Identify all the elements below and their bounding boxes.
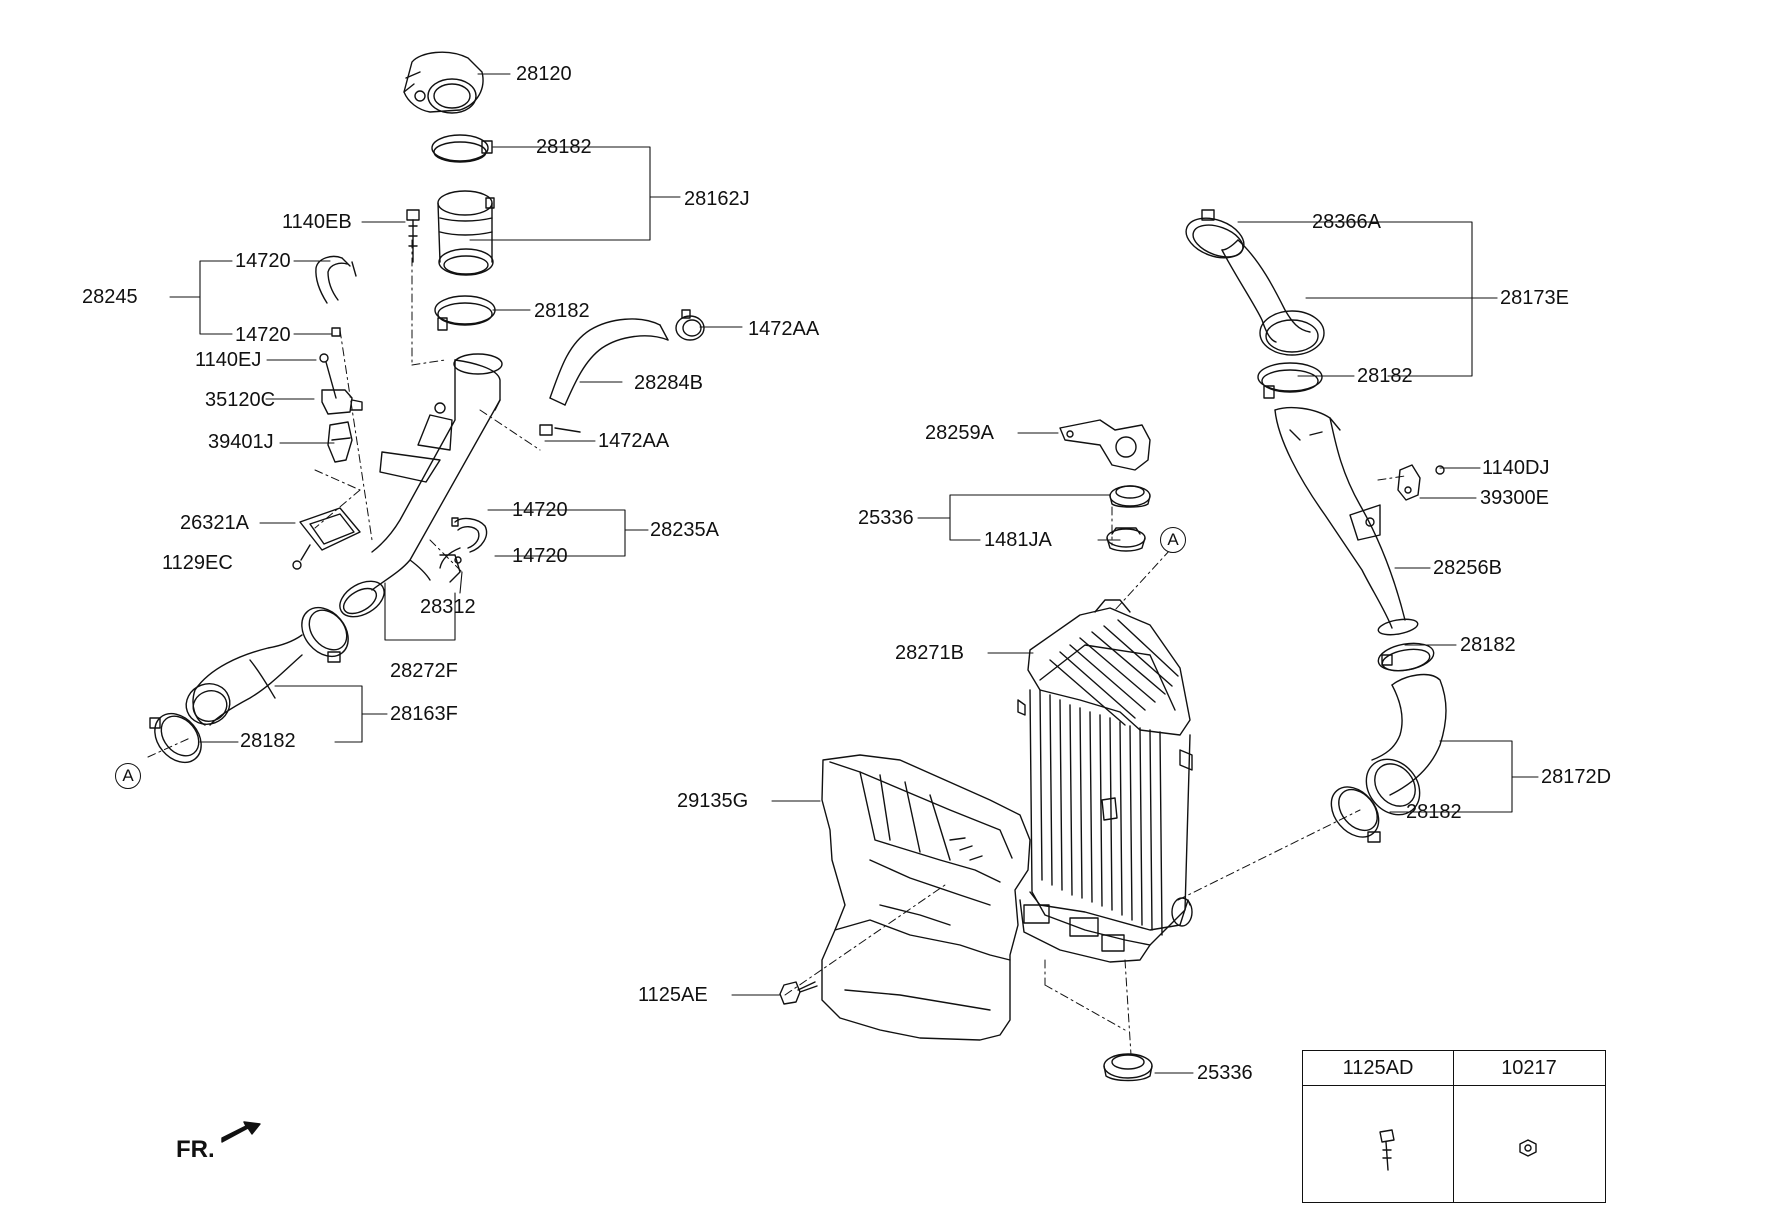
front-indicator-label: FR. (176, 1136, 215, 1163)
part-1472AA-clamp (675, 309, 705, 341)
label-28272F: 28272F (390, 660, 458, 682)
label-1140EJ: 1140EJ (195, 349, 262, 371)
label-28182-f: 28182 (1406, 801, 1462, 823)
label-28245: 28245 (82, 286, 138, 308)
part-39401J-bracket (327, 421, 353, 463)
label-1140DJ: 1140DJ (1482, 457, 1550, 479)
label-1481JA: 1481JA (984, 529, 1052, 551)
label-28182-d: 28182 (1357, 365, 1413, 387)
part-28272F-intake-pipe (339, 353, 503, 618)
label-28182-c: 28182 (240, 730, 296, 752)
part-29135G-air-guide (821, 754, 1031, 1041)
part-28172D-hose (1365, 673, 1447, 816)
part-28182-clamp-4 (149, 712, 202, 764)
label-1472AA-a: 1472AA (748, 318, 820, 340)
part-28256B-pipe (1274, 406, 1419, 636)
label-28366A: 28366A (1312, 211, 1381, 233)
part-39300E-sensor (1397, 464, 1421, 501)
label-14720-b: 14720 (235, 324, 291, 346)
label-28271B: 28271B (895, 642, 964, 664)
reference-symbol-a-right: A (1160, 527, 1186, 553)
part-28173E-hose (1221, 239, 1325, 356)
label-28172D: 28172D (1541, 766, 1612, 788)
part-28182-clamp-6 (1377, 642, 1435, 672)
label-28162J: 28162J (684, 188, 750, 210)
part-28120-outlet-flange (403, 51, 484, 114)
label-28259A: 28259A (925, 422, 994, 444)
part-28245-hose (315, 255, 357, 337)
part-28284B-hose (539, 318, 669, 436)
table-header-10217: 10217 (1453, 1051, 1605, 1086)
label-25336-a: 25336 (858, 507, 914, 529)
part-28182-clamp-3 (301, 606, 349, 663)
part-28235A-hose (439, 517, 488, 569)
label-28182-b: 28182 (534, 300, 590, 322)
label-28256B: 28256B (1433, 557, 1502, 579)
reference-symbol-a-left: A (115, 763, 141, 789)
dashed-assembly-lines (147, 239, 1406, 1056)
label-1125AE: 1125AE (638, 984, 708, 1006)
part-28182-clamp-1 (431, 134, 493, 163)
label-35120C: 35120C (205, 389, 276, 411)
front-arrow-icon (221, 1121, 261, 1143)
fastener-table: 1125AD 10217 (1302, 1050, 1606, 1203)
part-1140DJ-bolt (1435, 465, 1445, 475)
part-25336-grommet-2 (1103, 1053, 1153, 1082)
part-1129EC-bolt (292, 544, 311, 570)
label-1472AA-b: 1472AA (598, 430, 670, 452)
label-28235A: 28235A (650, 519, 719, 541)
part-25336-grommet-1 (1109, 485, 1151, 508)
label-28284B: 28284B (634, 372, 703, 394)
part-1125AE-bolt (779, 981, 818, 1005)
label-28312: 28312 (420, 596, 476, 618)
part-1140EJ-bolt (319, 353, 337, 399)
table-bolt-icon-1125AD (1379, 1129, 1395, 1171)
part-28162J-hose (437, 190, 495, 276)
label-29135G: 29135G (677, 790, 749, 812)
label-1129EC: 1129EC (162, 552, 233, 574)
part-1481JA-cap (1106, 527, 1146, 552)
label-26321A: 26321A (180, 512, 249, 534)
part-28366A-clamp (1185, 209, 1245, 259)
part-35120C-sensor (321, 389, 363, 415)
label-1140EB: 1140EB (282, 211, 352, 233)
label-14720-d: 14720 (512, 545, 568, 567)
table-divider (1453, 1051, 1454, 1202)
label-39401J: 39401J (208, 431, 274, 453)
label-28182-a: 28182 (536, 136, 592, 158)
label-28182-e: 28182 (1460, 634, 1516, 656)
label-39300E: 39300E (1480, 487, 1549, 509)
leader-lines (169, 73, 1539, 1074)
part-1140EB-bolt (406, 209, 420, 263)
table-header-1125AD: 1125AD (1303, 1051, 1453, 1086)
label-25336-b: 25336 (1197, 1062, 1253, 1084)
part-26321A-gasket (299, 507, 361, 551)
label-28120: 28120 (516, 63, 572, 85)
part-28259A-bracket (1059, 419, 1151, 471)
part-28182-clamp-5 (1257, 362, 1323, 399)
label-28173E: 28173E (1500, 287, 1569, 309)
part-28182-clamp-2 (434, 295, 496, 331)
part-28312-bracket (439, 554, 462, 583)
label-28163F: 28163F (390, 703, 458, 725)
table-nut-icon-10217 (1519, 1139, 1537, 1157)
label-14720-a: 14720 (235, 250, 291, 272)
part-28163F-hose (185, 634, 303, 726)
label-14720-c: 14720 (512, 499, 568, 521)
part-28182-clamp-7 (1330, 786, 1381, 843)
part-28271B-intercooler (1017, 599, 1193, 963)
